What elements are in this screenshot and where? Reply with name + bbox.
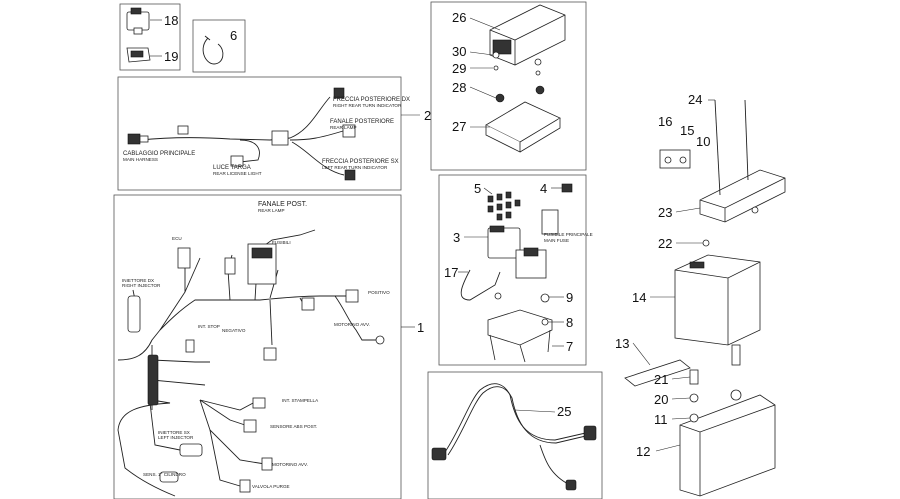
label-starter-motor: MOTORINO AVV. <box>272 462 308 467</box>
callout-24: 24 <box>688 92 702 107</box>
callout-5: 5 <box>474 181 481 196</box>
callout-26: 26 <box>452 10 466 25</box>
battery-box-part <box>679 239 776 497</box>
label-injector-dx-en: RIGHT INJECTOR <box>122 283 161 288</box>
callout-22: 22 <box>658 236 672 251</box>
callout-1: 1 <box>417 320 424 335</box>
callout-23: 23 <box>658 205 672 220</box>
label-rear-right-indicator: FRECCIA POSTERIORE DX <box>333 97 410 103</box>
label-negative: NEGATIVO <box>222 328 246 333</box>
label-injector-dx: INIETTORE DX <box>122 278 154 283</box>
callout-29: 29 <box>452 61 466 76</box>
label-positive: POSITIVO <box>368 290 390 295</box>
callout-4: 4 <box>540 181 547 196</box>
label-main-wiring-en: MAIN HARNESS <box>123 157 158 162</box>
fuse-clip-part <box>126 47 151 63</box>
fuse-holder-parts <box>460 183 573 363</box>
callout-12: 12 <box>636 444 650 459</box>
panel-cable-tie <box>192 19 246 73</box>
rear-harness-drawing <box>127 87 356 181</box>
ecu-screws <box>492 51 542 76</box>
callout-11: 11 <box>654 412 668 427</box>
callout-17: 17 <box>444 265 458 280</box>
label-tail-light-post: FANALE POST. <box>258 201 307 208</box>
panel-fuse-holder <box>438 174 587 366</box>
main-harness-drawing <box>117 229 385 497</box>
label-stop: INT. STOP <box>198 324 220 329</box>
panel-ecu <box>430 1 587 171</box>
callout-16: 16 <box>658 114 672 129</box>
label-plate-light: LUCE TARGA <box>213 165 251 171</box>
label-purge-valve: VALVOLA PURGE <box>252 484 290 489</box>
label-ecu: ECU <box>172 236 182 241</box>
label-abs-sensor: SENSORE ABS POST. <box>270 424 317 429</box>
panel-battery-cable <box>427 371 603 499</box>
label-main-wiring: CABLAGGIO PRINCIPALE <box>123 151 195 157</box>
callout-19: 19 <box>164 49 178 64</box>
callout-7: 7 <box>566 339 573 354</box>
callout-20: 20 <box>654 392 668 407</box>
callout-21: 21 <box>654 372 668 387</box>
label-injector-sx: INIETTORE SX <box>158 430 190 435</box>
callout-15: 15 <box>680 123 694 138</box>
battery-part <box>674 254 761 346</box>
label-main-fuse: FUSIBILE PRINCIPALE <box>544 232 593 237</box>
callout-13: 13 <box>615 336 629 351</box>
panel-rear-harness <box>117 76 402 191</box>
label-rear-right-indicator-en: RIGHT REAR TURN INDICATOR <box>333 103 402 108</box>
callout-30: 30 <box>452 44 466 59</box>
callout-2: 2 <box>424 108 431 123</box>
label-fuses: FUSIBILI <box>272 240 291 245</box>
battery-pad-part <box>624 359 691 387</box>
callout-27: 27 <box>452 119 466 134</box>
ecu-bracket-part <box>485 85 561 153</box>
label-engine-motor: MOTORINO AVV. <box>334 322 370 327</box>
battery-cover-part <box>659 99 786 223</box>
label-plate-light-en: REAR LICENSE LIGHT <box>213 171 262 176</box>
ecu-unit-part <box>489 4 566 66</box>
panel-main-harness <box>113 194 402 499</box>
label-rear-left-indicator-en: LEFT REAR TURN INDICATOR <box>322 165 388 170</box>
label-tail-light-en: REAR LAMP <box>330 125 357 130</box>
callout-9: 9 <box>566 290 573 305</box>
label-main-fuse-en: MAIN FUSE <box>544 238 569 243</box>
label-stand-switch: INT. STAMPELLA <box>282 398 319 403</box>
label-rear-left-indicator: FRECCIA POSTERIORE SX <box>322 159 399 165</box>
cable-tie-part <box>202 35 224 65</box>
callout-18: 18 <box>164 13 178 28</box>
mini-fuses <box>487 191 521 221</box>
label-tail-light: FANALE POSTERIORE <box>330 119 394 125</box>
callout-25: 25 <box>557 404 571 419</box>
battery-cable-part <box>431 383 597 491</box>
callout-6: 6 <box>230 28 237 43</box>
label-tail-light-post-en: REAR LAMP <box>258 208 285 213</box>
label-cylinder-sensor: SENS. 1° CILINDRO <box>143 472 186 477</box>
callout-14: 14 <box>632 290 646 305</box>
callout-8: 8 <box>566 315 573 330</box>
label-injector-sx-en: LEFT INJECTOR <box>158 435 194 440</box>
relay-connector-part <box>126 7 150 35</box>
callout-28: 28 <box>452 80 466 95</box>
callout-3: 3 <box>453 230 460 245</box>
callout-10: 10 <box>696 134 710 149</box>
panel-clip-parts <box>119 3 181 71</box>
